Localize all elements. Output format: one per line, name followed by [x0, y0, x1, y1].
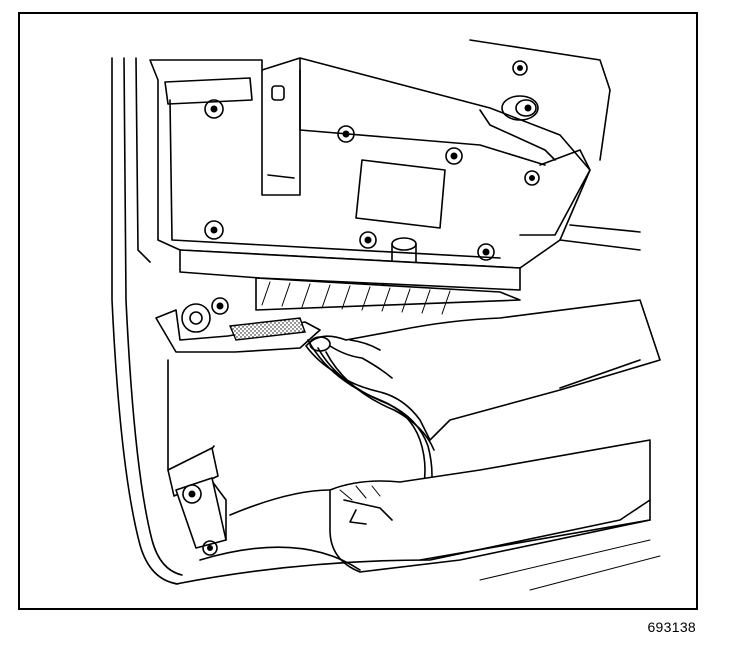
electrical-connector — [155, 297, 321, 353]
housing-bolt — [512, 60, 528, 76]
housing-bolt — [477, 243, 495, 261]
figure-id-label: 693138 — [647, 619, 696, 635]
vent-trim — [179, 249, 521, 315]
mounting-post — [501, 95, 539, 121]
module-housing — [149, 39, 641, 269]
lock-actuator — [167, 447, 227, 556]
technician-hand-upper — [305, 299, 661, 441]
door-inner-panel — [167, 359, 661, 591]
housing-bolt — [204, 220, 224, 240]
housing-bolt — [337, 125, 355, 143]
technician-hand-lower — [329, 439, 651, 573]
housing-bolt — [204, 99, 224, 119]
door-frame-edge — [111, 57, 183, 585]
housing-bolt — [524, 170, 540, 186]
housing-bolt — [359, 231, 377, 249]
housing-bolt — [445, 147, 463, 165]
wire-harness — [307, 336, 435, 505]
